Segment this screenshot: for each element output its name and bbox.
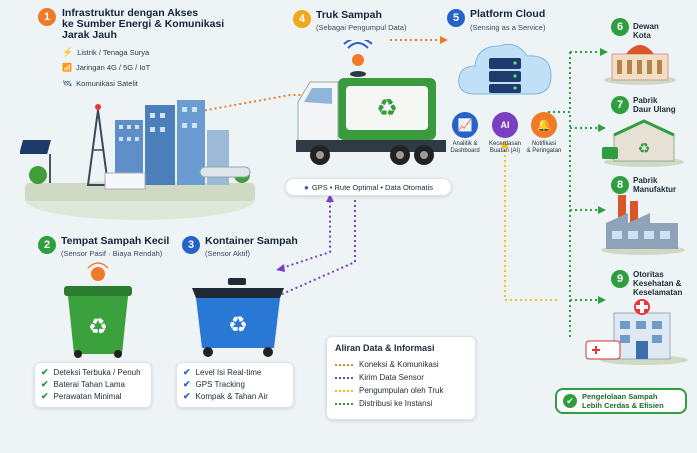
city-hall-icon — [604, 45, 676, 85]
cloud-title: Platform Cloud — [470, 8, 546, 20]
truck-title: Truk Sampah — [316, 9, 382, 21]
container-feature-2: ✔GPS Tracking — [183, 378, 245, 389]
legend-title: Aliran Data & Informasi — [335, 343, 435, 353]
step-3-badge: 3 — [182, 236, 200, 254]
check-circle-icon: ✔ — [563, 394, 577, 408]
small-bin-feature-2: ✔Baterai Tahan Lama — [41, 378, 126, 389]
container-features-card: ✔Level Isi Real-time ✔GPS Tracking ✔Komp… — [176, 362, 294, 408]
satellite-icon: 🛰 — [62, 79, 73, 88]
legend-row-sensor: Kirim Data Sensor — [335, 371, 467, 384]
step-2-badge: 2 — [38, 236, 56, 254]
gps-icon: ● — [304, 182, 309, 192]
recycling-plant-icon: ♻ — [602, 119, 684, 167]
service-notification-label: Notifikasi& Peringatan — [526, 141, 562, 154]
checkmark-icon: ✔ — [41, 390, 49, 401]
small-bin-feature-1: ✔Deteksi Terbuka / Penuh — [41, 366, 141, 377]
hospital-icon — [585, 299, 688, 365]
cloud-server-illustration — [458, 43, 552, 95]
city-illustration — [20, 100, 255, 220]
ai-chip-icon: AI — [492, 112, 518, 138]
factory-icon — [601, 195, 685, 255]
checkmark-icon: ✔ — [183, 390, 191, 401]
svg-text:♻: ♻ — [88, 314, 108, 339]
legend-row-truck: Pengumpulan oleh Truk — [335, 384, 467, 397]
checkmark-icon: ✔ — [183, 378, 191, 389]
step-6-badge: 6 — [611, 18, 629, 36]
legend-row-connection: Koneksi & Komunikasi — [335, 358, 467, 371]
checkmark-icon: ✔ — [41, 366, 49, 377]
small-bin-feature-3: ✔Perawatan Minimal — [41, 390, 122, 401]
legend-row-distribution: Distribusi ke Instansi — [335, 397, 467, 410]
truck-features-pill: ● GPS • Rute Optimal • Data Otomatis — [285, 178, 452, 196]
feature-satellite: 🛰 Komunikasi Satelit — [62, 79, 138, 88]
small-bin-title: Tempat Sampah Kecil — [61, 235, 170, 247]
small-bin-subtitle: (Sensor Pasif · Biaya Rendah) — [61, 249, 163, 258]
step-4-badge: 4 — [293, 10, 311, 28]
step-1-badge: 1 — [38, 8, 56, 26]
small-bin-illustration: ♻ — [64, 262, 132, 358]
service-analytics-label: Analitik &Dashboard — [450, 141, 480, 154]
step-8-badge: 8 — [611, 176, 629, 194]
lightning-icon: ⚡ — [62, 47, 74, 57]
container-illustration: ♻ — [192, 278, 284, 357]
checkmark-icon: ✔ — [41, 378, 49, 389]
container-feature-1: ✔Level Isi Real-time — [183, 366, 262, 377]
antenna-icon: 📶 — [62, 63, 72, 72]
infra-title: Infrastruktur dengan Akses ke Sumber Ene… — [62, 7, 225, 41]
feature-power: ⚡ Listrik / Tenaga Surya — [62, 47, 150, 57]
step-5-badge: 5 — [447, 9, 465, 27]
legend-card: Aliran Data & Informasi Koneksi & Komuni… — [326, 336, 476, 420]
svg-text:♻: ♻ — [228, 312, 248, 337]
step-7-badge: 7 — [611, 96, 629, 114]
container-feature-3: ✔Kompak & Tahan Air — [183, 390, 268, 401]
container-subtitle: (Sensor Aktif) — [205, 249, 251, 258]
bell-icon: 🔔 — [531, 112, 557, 138]
container-title: Kontainer Sampah — [205, 235, 298, 247]
cloud-subtitle: (Sensing as a Service) — [470, 23, 546, 32]
svg-text:♻: ♻ — [638, 140, 651, 156]
step-9-badge: 9 — [611, 270, 629, 288]
checkmark-icon: ✔ — [183, 366, 191, 377]
small-bin-features-card: ✔Deteksi Terbuka / Penuh ✔Baterai Tahan … — [34, 362, 152, 408]
svg-text:♻: ♻ — [376, 95, 398, 122]
feature-network: 📶 Jaringan 4G / 5G / IoT — [62, 63, 151, 72]
analytics-icon: 📈 — [452, 112, 478, 138]
garbage-truck-illustration: ♻ — [296, 40, 446, 165]
truck-subtitle: (Sebagai Pengumpul Data) — [316, 23, 407, 32]
